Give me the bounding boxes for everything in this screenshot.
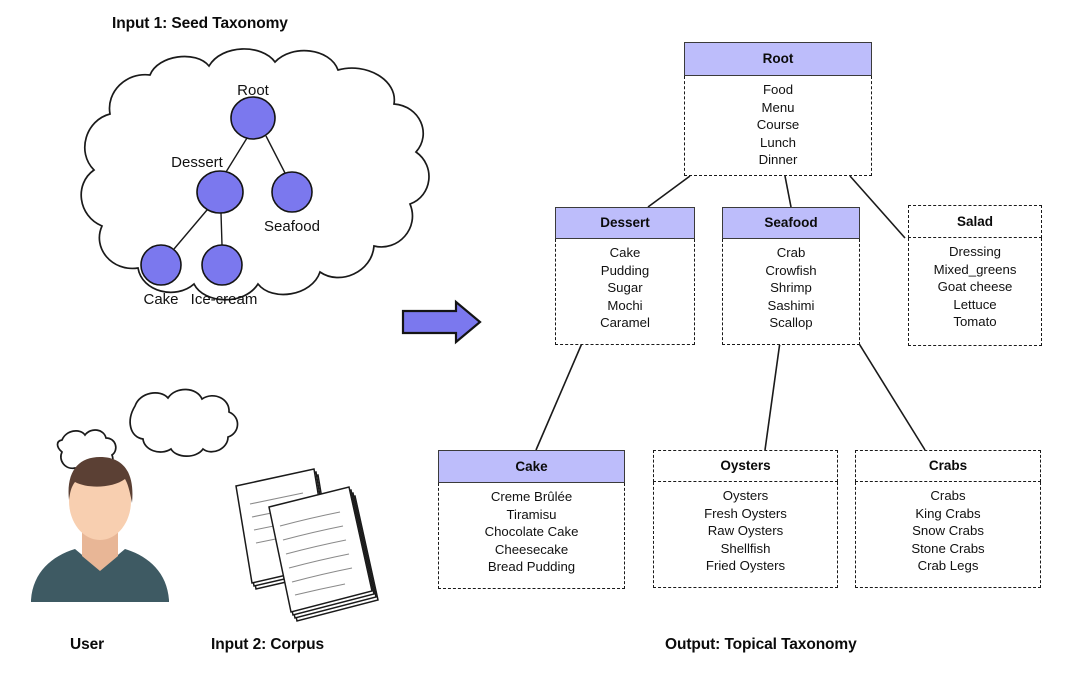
- seed-label-dessert: Dessert: [171, 154, 224, 171]
- seed-label-cake: Cake: [143, 291, 178, 308]
- taxonomy-link-root-to-seafood: [784, 175, 792, 208]
- right-arrow-icon: [401, 299, 482, 345]
- taxonomy-node-title-dessert: Dessert: [555, 207, 695, 239]
- taxonomy-term: Goat cheese: [937, 279, 1013, 295]
- taxonomy-term: Crab Legs: [917, 558, 979, 574]
- taxonomy-term: Cake: [609, 245, 641, 260]
- seed-node-dessert[interactable]: [196, 170, 244, 214]
- taxonomy-term: Bread Pudding: [487, 559, 576, 575]
- taxonomy-term: Scallop: [769, 315, 813, 331]
- taxonomy-term: Shellfish: [720, 540, 771, 556]
- taxonomy-node-title-root: Root: [684, 42, 872, 76]
- seed-label-seafood: Seafood: [264, 218, 320, 235]
- taxonomy-term: Creme Brûlée: [490, 489, 573, 504]
- taxonomy-term: Snow Crabs: [912, 523, 984, 539]
- taxonomy-term: Dinner: [758, 152, 798, 168]
- taxonomy-node-title-crabs: Crabs: [855, 450, 1041, 482]
- taxonomy-term: Mixed_greens: [933, 261, 1017, 277]
- taxonomy-link-root-to-dessert: [647, 175, 691, 208]
- taxonomy-term: Pudding: [600, 262, 650, 278]
- seed-label-root: Root: [237, 82, 270, 99]
- thought-bubble-large-icon: [129, 388, 239, 457]
- seed-tree-edges: [173, 135, 286, 250]
- user-avatar-icon: [31, 457, 169, 602]
- taxonomy-term: Stone Crabs: [911, 540, 985, 556]
- taxonomy-term: King Crabs: [915, 505, 981, 521]
- taxonomy-term: Raw Oysters: [707, 523, 784, 539]
- seed-label-ice-cream: Ice-cream: [191, 291, 258, 308]
- taxonomy-node-title-oysters: Oysters: [653, 450, 838, 482]
- taxonomy-node-title-seafood: Seafood: [722, 207, 860, 239]
- caption-output: Output: Topical Taxonomy: [665, 636, 857, 653]
- caption-input-2: Input 2: Corpus: [211, 636, 325, 653]
- seed-node-seafood[interactable]: [271, 171, 313, 213]
- taxonomy-term: Cheesecake: [494, 541, 569, 557]
- seed-node-cake[interactable]: [140, 244, 182, 286]
- taxonomy-term: Tomato: [953, 314, 997, 330]
- taxonomy-term: Menu: [761, 99, 795, 115]
- taxonomy-term: Crabs: [930, 488, 966, 503]
- taxonomy-term: Mochi: [607, 297, 643, 313]
- taxonomy-term: Lettuce: [953, 296, 997, 312]
- taxonomy-term: Sugar: [607, 280, 643, 296]
- taxonomy-node-title-cake: Cake: [438, 450, 625, 483]
- seed-tree-labels: Root Dessert Seafood Cake Ice-cream: [143, 82, 319, 308]
- taxonomy-term: Shrimp: [770, 280, 812, 296]
- taxonomy-term: Tiramisu: [506, 506, 557, 522]
- taxonomy-term: Crab: [776, 245, 806, 260]
- taxonomy-node-title-salad: Salad: [908, 205, 1042, 238]
- caption-user: User: [70, 636, 105, 653]
- taxonomy-term: Oysters: [722, 488, 769, 503]
- taxonomy-term: Caramel: [600, 315, 650, 331]
- taxonomy-term: Course: [756, 117, 800, 133]
- taxonomy-term: Food: [762, 82, 794, 97]
- document-stack-icon: [235, 468, 379, 622]
- taxonomy-term: Crowfish: [765, 262, 817, 278]
- cloud-icon: [80, 48, 430, 301]
- taxonomy-term: Sashimi: [767, 297, 815, 313]
- caption-input-1: Input 1: Seed Taxonomy: [112, 15, 288, 32]
- seed-tree-nodes: [140, 96, 313, 286]
- taxonomy-term: Dressing: [948, 244, 1002, 259]
- taxonomy-term: Chocolate Cake: [484, 524, 579, 540]
- taxonomy-term: Fresh Oysters: [704, 505, 787, 521]
- seed-node-root[interactable]: [230, 96, 276, 140]
- seed-node-ice-cream[interactable]: [201, 244, 243, 286]
- taxonomy-term: Fried Oysters: [705, 558, 786, 574]
- taxonomy-link-root-to-salad: [849, 175, 906, 239]
- taxonomy-term: Lunch: [760, 134, 796, 150]
